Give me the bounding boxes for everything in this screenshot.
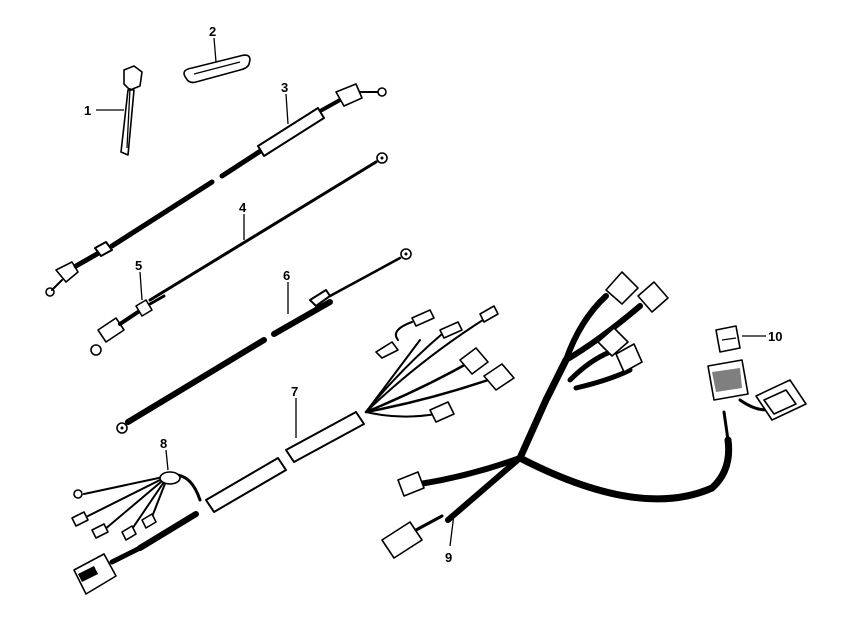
callout-1: 1 [84,103,91,118]
part-9-main-harness [381,271,807,559]
callout-10: 10 [768,329,782,344]
part-10-fuse [715,325,741,353]
part-5-terminal-boot [90,294,166,356]
part-1-wire-tie [120,65,143,156]
callout-9: 9 [445,550,452,565]
callout-8: 8 [160,436,167,451]
callout-3: 3 [281,80,288,95]
part-8-ring-terminals [71,471,202,541]
part-4-ground-lead [148,152,388,302]
callout-labels: 1 2 3 4 5 6 7 8 9 10 [84,24,782,565]
callout-2: 2 [209,24,216,39]
part-7-engine-harness [73,305,515,595]
part-3-battery-lead [45,83,387,297]
callout-5: 5 [135,258,142,273]
part-2-clamp [183,54,251,84]
callout-6: 6 [283,268,290,283]
callout-4: 4 [239,200,247,215]
callout-7: 7 [291,384,298,399]
part-6-sleeved-cable [116,248,412,434]
leader-lines [96,37,766,547]
